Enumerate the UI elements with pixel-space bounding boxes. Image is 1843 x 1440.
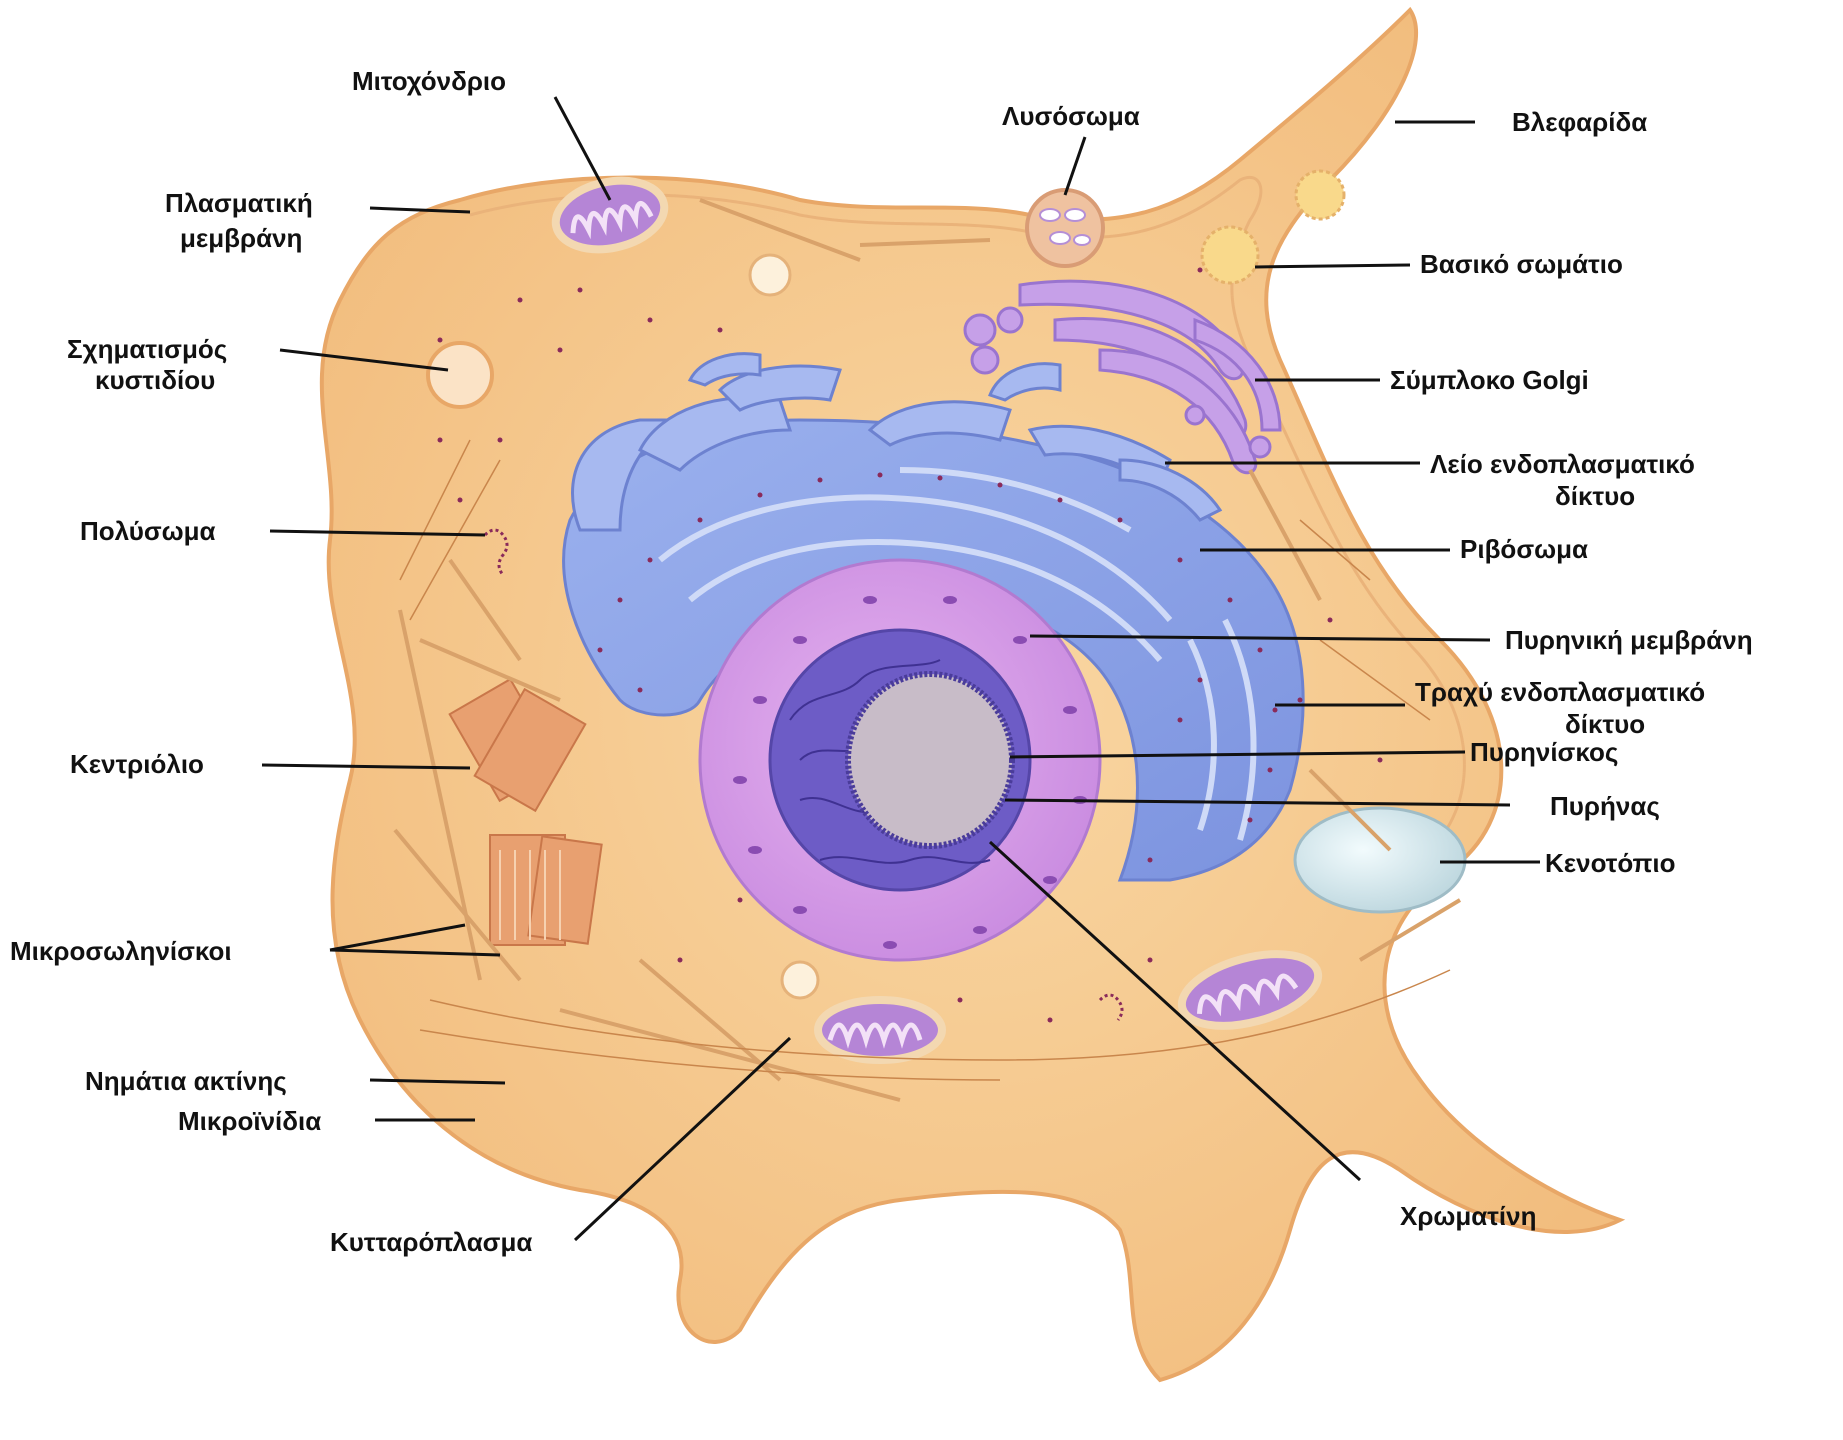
label-vacuole: Κενοτόπιο: [1545, 848, 1676, 878]
label-nuclear-membrane: Πυρηνική μεμβράνη: [1505, 625, 1753, 655]
basal-body: [1296, 171, 1344, 219]
label-chromatin: Χρωματίνη: [1400, 1201, 1536, 1231]
label-cytoplasm: Κυτταρόπλασμα: [330, 1227, 532, 1257]
vesicle: [782, 962, 818, 998]
label-basal-body: Βασικό σωμάτιο: [1420, 249, 1623, 279]
label-actin-filaments: Νημάτια ακτίνης: [85, 1066, 287, 1096]
label-golgi: Σύμπλοκο Golgi: [1390, 365, 1589, 395]
vesicle: [750, 255, 790, 295]
label-ribosome: Ριβόσωμα: [1460, 534, 1588, 564]
label-cilium: Βλεφαρίδα: [1512, 107, 1647, 137]
label-mitochondrion: Μιτοχόνδριο: [352, 66, 506, 96]
label-microtubules: Μικροσωληνίσκοι: [10, 936, 232, 966]
label-polysome: Πολύσωμα: [80, 516, 216, 546]
label-vesicle-formation-1: Σχηματισμός: [67, 334, 227, 364]
label-smooth-er-2: δίκτυο: [1555, 481, 1635, 511]
label-plasma-membrane-1: Πλασματική: [165, 188, 313, 218]
label-vesicle-formation-2: κυστιδίου: [95, 365, 215, 395]
label-rough-er-1: Τραχύ ενδοπλασματικό: [1415, 677, 1705, 707]
label-rough-er-2: δίκτυο: [1565, 709, 1645, 739]
mitochondrion-bottom: [818, 1000, 942, 1060]
label-microfilaments: Μικροϊνίδια: [178, 1106, 321, 1136]
label-nucleus: Πυρήνας: [1550, 791, 1660, 821]
label-nucleolus: Πυρηνίσκος: [1470, 737, 1618, 767]
basal-body: [1202, 227, 1258, 283]
vacuole: [1295, 808, 1465, 912]
label-lysosome: Λυσόσωμα: [1002, 101, 1140, 131]
label-plasma-membrane-2: μεμβράνη: [180, 223, 302, 253]
lysosome: [1027, 190, 1103, 266]
label-centriole: Κεντριόλιο: [70, 749, 204, 779]
vesicle-formation: [428, 343, 492, 407]
nucleolus: [848, 674, 1012, 846]
label-smooth-er-1: Λείο ενδοπλασματικό: [1430, 449, 1695, 479]
